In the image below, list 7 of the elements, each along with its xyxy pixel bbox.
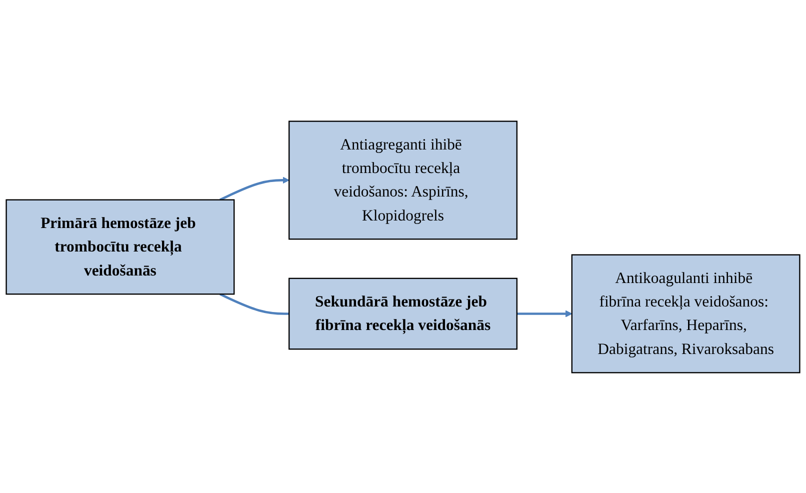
node-box: Antikoagulanti inhibē fibrīna recekļa veidošanos: Varfarīns, Heparīns, Dabigatrans, Rivaroksabans	[571, 254, 800, 373]
arrow	[220, 176, 290, 200]
arrow	[516, 310, 572, 317]
connector	[220, 292, 290, 314]
node-box: Sekundārā hemostāze jeb fibrīna recekļa veidošanās	[288, 277, 518, 350]
node-box: Primārā hemostāze jeb trombocītu recekļa veidošanās	[6, 198, 235, 294]
node-box: Antiagreganti ihibē trombocītu recekļa veidošanos: Aspirīns, Klopidogrels	[288, 120, 518, 240]
